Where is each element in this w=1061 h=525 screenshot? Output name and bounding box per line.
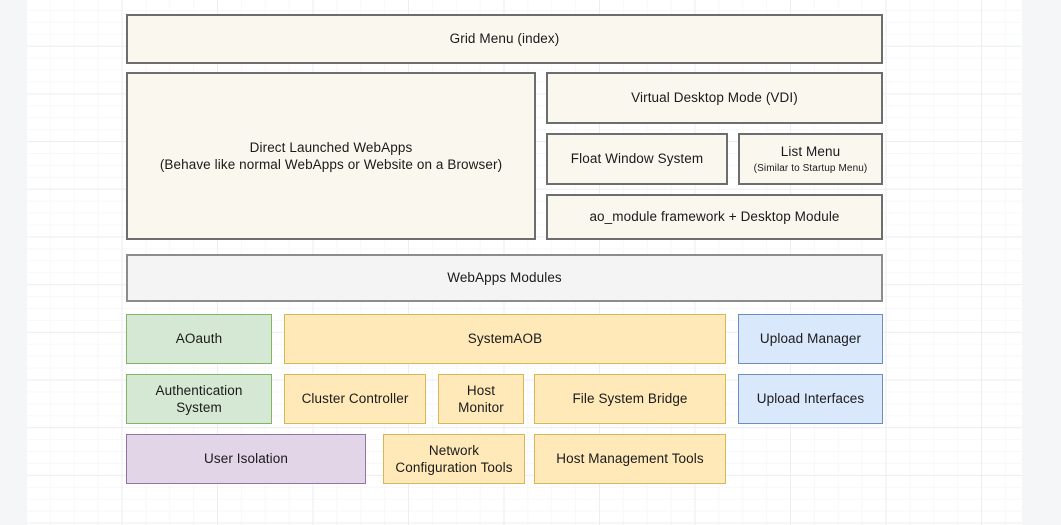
diagram-node-webapps-modules[interactable]: WebApps Modules — [126, 254, 883, 302]
diagram-node-aoauth[interactable]: AOauth — [126, 314, 272, 364]
diagram-node-label: AOauth — [176, 330, 222, 347]
diagram-node-label: ao_module framework + Desktop Module — [589, 208, 839, 225]
diagram-node-host-monitor[interactable]: Host Monitor — [438, 374, 524, 424]
diagram-node-label: WebApps Modules — [447, 269, 562, 286]
diagram-node-authentication-system[interactable]: Authentication System — [126, 374, 272, 424]
diagram-node-label: Authentication System — [156, 382, 243, 417]
diagram-node-label: SystemAOB — [468, 330, 542, 347]
diagram-node-label: Network Configuration Tools — [395, 442, 512, 477]
diagram-node-upload-interfaces[interactable]: Upload Interfaces — [738, 374, 883, 424]
diagram-node-system-aob[interactable]: SystemAOB — [284, 314, 726, 364]
diagram-node-label: Host Monitor — [458, 382, 504, 417]
diagram-node-label: Host Management Tools — [556, 450, 703, 467]
diagram-node-user-isolation[interactable]: User Isolation — [126, 434, 366, 484]
diagram-node-upload-manager[interactable]: Upload Manager — [738, 314, 883, 364]
diagram-node-label: User Isolation — [204, 450, 288, 467]
diagram-node-label: Cluster Controller — [302, 390, 409, 407]
diagram-node-cluster-controller[interactable]: Cluster Controller — [284, 374, 426, 424]
diagram-node-direct-launched-webapps[interactable]: Direct Launched WebApps (Behave like nor… — [126, 72, 536, 240]
diagram-node-host-management-tools[interactable]: Host Management Tools — [534, 434, 726, 484]
diagram-node-label: List Menu — [781, 143, 840, 160]
diagram-node-network-configuration-tools[interactable]: Network Configuration Tools — [383, 434, 525, 484]
diagram-node-label: File System Bridge — [572, 390, 687, 407]
diagram-node-file-system-bridge[interactable]: File System Bridge — [534, 374, 726, 424]
diagram-node-label: Virtual Desktop Mode (VDI) — [631, 89, 798, 106]
diagram-node-virtual-desktop-mode[interactable]: Virtual Desktop Mode (VDI) — [546, 72, 883, 124]
diagram-node-list-menu[interactable]: List Menu (Similar to Startup Menu) — [738, 133, 883, 185]
diagram-node-label: Grid Menu (index) — [450, 30, 560, 47]
diagram-node-label: Direct Launched WebApps (Behave like nor… — [160, 139, 502, 174]
diagram-node-grid-menu[interactable]: Grid Menu (index) — [126, 14, 883, 64]
diagram-node-label: Float Window System — [571, 150, 703, 167]
diagram-node-ao-module-framework[interactable]: ao_module framework + Desktop Module — [546, 194, 883, 240]
diagram-node-label: Upload Manager — [760, 330, 861, 347]
diagram-node-float-window-system[interactable]: Float Window System — [546, 133, 728, 185]
diagram-node-label: Upload Interfaces — [757, 390, 865, 407]
diagram-node-sublabel: (Similar to Startup Menu) — [754, 162, 868, 175]
